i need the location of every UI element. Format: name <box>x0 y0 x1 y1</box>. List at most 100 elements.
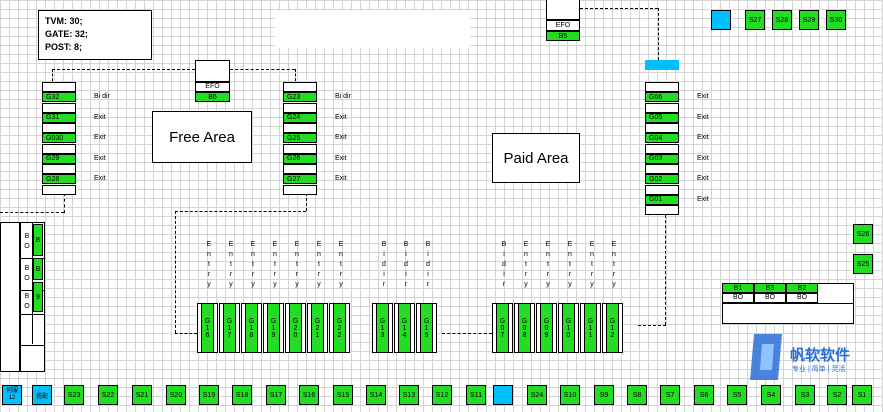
gate-code[interactable]: G06 <box>645 92 679 102</box>
gate-code[interactable]: G27 <box>283 174 317 184</box>
gate-code[interactable]: G25 <box>283 133 317 143</box>
gate-code[interactable]: G01 <box>645 194 679 205</box>
bo-divider <box>722 303 854 304</box>
gate-code[interactable]: G26 <box>283 153 317 164</box>
tvm-machine[interactable]: S18 <box>232 385 252 405</box>
corner-label[interactable]: 何服 12 <box>2 385 22 405</box>
tvm-machine[interactable]: S27 <box>745 10 765 30</box>
tvm-machine[interactable]: S16 <box>299 385 319 405</box>
tvm-machine[interactable]: S3 <box>795 385 815 405</box>
tvm-machine[interactable]: S17 <box>266 385 286 405</box>
tvm-machine[interactable]: S26 <box>853 224 873 244</box>
gate-code[interactable]: G31 <box>42 112 76 123</box>
gate-code-char: 9 <box>544 331 549 339</box>
tvm-machine[interactable]: S28 <box>772 10 792 30</box>
gate-direction: Exit <box>697 134 709 141</box>
tvm-machine[interactable]: S15 <box>333 385 353 405</box>
efo-code[interactable]: B6 <box>195 92 230 102</box>
gate-code[interactable]: G32 <box>42 92 76 102</box>
gate-code[interactable]: G24 <box>283 112 317 123</box>
tvm-machine[interactable]: S8 <box>627 385 647 405</box>
tvm-machine[interactable]: S6 <box>694 385 714 405</box>
gate-code[interactable]: G030 <box>42 133 76 143</box>
left-code-9[interactable]: 9 <box>33 282 43 312</box>
bo-cell-code[interactable]: B1 <box>722 283 754 293</box>
gate-wall <box>372 303 377 353</box>
tvm-machine[interactable]: S9 <box>594 385 614 405</box>
gate-code[interactable]: G04 <box>645 133 679 143</box>
gate-code[interactable]: G05 <box>645 112 679 123</box>
left-code-b2[interactable]: B <box>33 258 43 280</box>
tvm-machine[interactable]: S30 <box>826 10 846 30</box>
tvm-machine[interactable]: S12 <box>432 385 452 405</box>
tvm-machine[interactable]: S19 <box>199 385 219 405</box>
gate-code[interactable]: G02 <box>645 174 679 184</box>
tvm-machine[interactable]: S14 <box>366 385 386 405</box>
gate-code[interactable]: G23 <box>283 92 317 102</box>
tvm-machine[interactable]: S29 <box>799 10 819 30</box>
gate-direction: Exit <box>94 175 106 182</box>
tvm-machine[interactable]: S21 <box>132 385 152 405</box>
tvm-machine[interactable]: S11 <box>466 385 486 405</box>
gate-direction-char: r <box>317 271 321 278</box>
tvm-machine[interactable]: S5 <box>727 385 747 405</box>
tvm-machine[interactable]: S24 <box>527 385 547 405</box>
tvm-machine[interactable]: S1 <box>852 385 872 405</box>
tvm-machine[interactable]: S20 <box>166 385 186 405</box>
efo-code[interactable]: B5 <box>546 31 580 41</box>
tvm-marker-cyan[interactable] <box>493 385 513 405</box>
tvm-machine[interactable]: S23 <box>64 385 84 405</box>
gate-direction: Exit <box>94 134 106 141</box>
tvm-marker-cyan[interactable] <box>711 10 731 30</box>
tvm-machine[interactable]: S13 <box>399 385 419 405</box>
tvm-machine[interactable]: S25 <box>853 254 873 274</box>
gate-code[interactable]: G29 <box>42 153 76 164</box>
gate-housing <box>645 143 679 154</box>
tvm-machine[interactable]: S4 <box>761 385 781 405</box>
gate-code[interactable]: G28 <box>42 174 76 184</box>
bo-cell-code[interactable]: B3 <box>754 283 786 293</box>
tvm-machine[interactable]: S10 <box>560 385 580 405</box>
bo-cell-code[interactable]: B2 <box>786 283 818 293</box>
gate-code[interactable]: G03 <box>645 153 679 164</box>
corner-label[interactable]: 搭配 <box>32 385 52 405</box>
tvm-machine[interactable]: S2 <box>827 385 847 405</box>
gate-code-char: 7 <box>500 331 505 339</box>
tvm-machine[interactable]: S22 <box>98 385 118 405</box>
left-code-b1[interactable]: B <box>33 224 43 256</box>
tvm-machine[interactable]: S7 <box>660 385 680 405</box>
